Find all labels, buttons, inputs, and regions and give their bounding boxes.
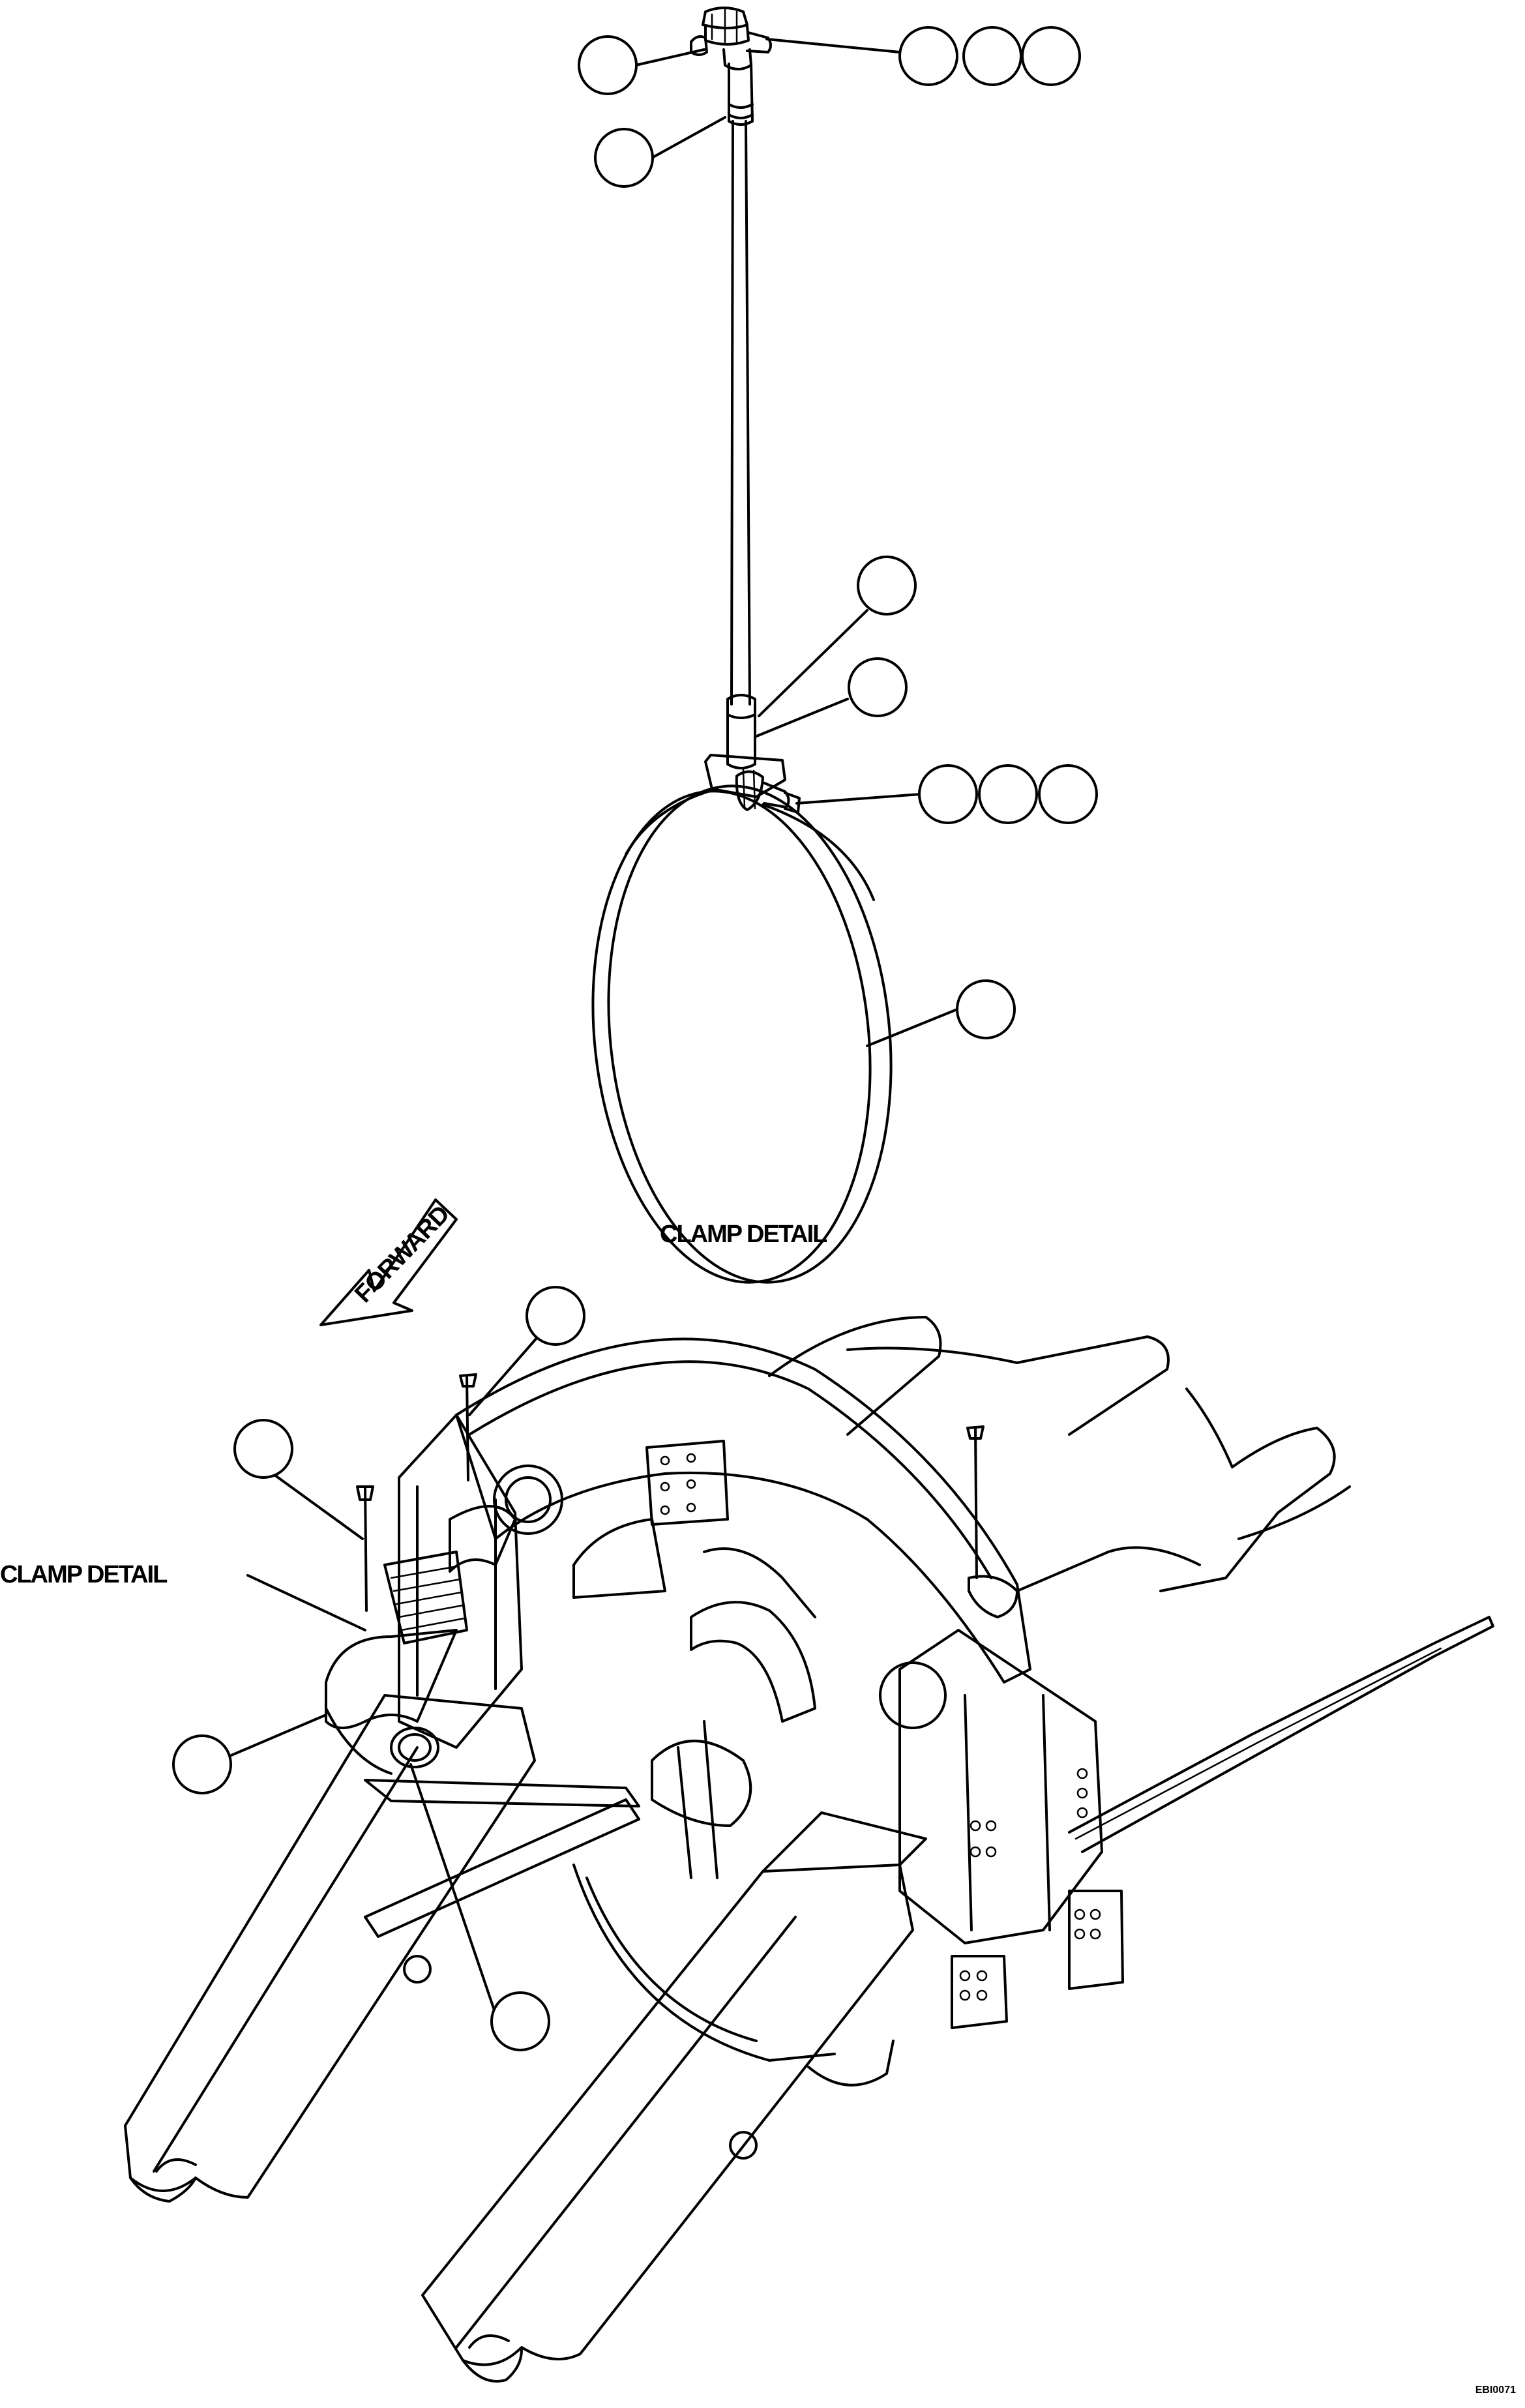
upper-collar — [728, 63, 754, 126]
frame-assembly — [124, 1316, 1494, 2383]
top-fitting — [690, 7, 772, 70]
callout-bubbles-frame — [172, 1286, 585, 2051]
callout-bubble — [898, 26, 958, 86]
callout-bubble — [848, 657, 908, 717]
callout-bubble — [578, 35, 638, 95]
callout-bubble — [172, 1734, 232, 1794]
leader-lines-clamp — [634, 38, 958, 1047]
clamp-detail-assembly — [591, 7, 958, 1284]
callout-bubble — [857, 556, 917, 616]
bolt-pattern — [959, 1768, 1101, 2001]
drawing-id: EBI0071 — [1475, 2385, 1516, 2396]
lower-collar — [726, 694, 756, 769]
callout-bubble — [526, 1286, 585, 1346]
callout-bubble — [233, 1419, 293, 1479]
callout-bubble — [1038, 764, 1098, 824]
leader-lines-frame — [227, 1330, 544, 2030]
callout-bubble — [918, 764, 978, 824]
left-hose — [325, 1485, 516, 1775]
callout-bubble — [962, 26, 1022, 86]
pin — [466, 1375, 469, 1481]
clamp-detail-caption: CLAMP DETAIL — [660, 1221, 827, 1248]
callout-bubble — [594, 128, 654, 188]
clamp-ear-bolt — [704, 754, 801, 814]
callout-bubbles-clamp — [578, 26, 1098, 1039]
bolt-pattern — [660, 1453, 696, 1515]
callout-bubble — [1021, 26, 1081, 86]
callout-bubble — [978, 764, 1038, 824]
callout-bubble — [490, 1991, 550, 2051]
clamp-detail-callout-text: CLAMP DETAIL — [0, 1561, 168, 1588]
right-rail — [421, 1864, 914, 2366]
support-rod — [730, 120, 751, 706]
forward-arrow: FORWARD — [319, 1198, 458, 1326]
callout-bubble — [956, 979, 1016, 1039]
clamp-band — [591, 784, 893, 1284]
